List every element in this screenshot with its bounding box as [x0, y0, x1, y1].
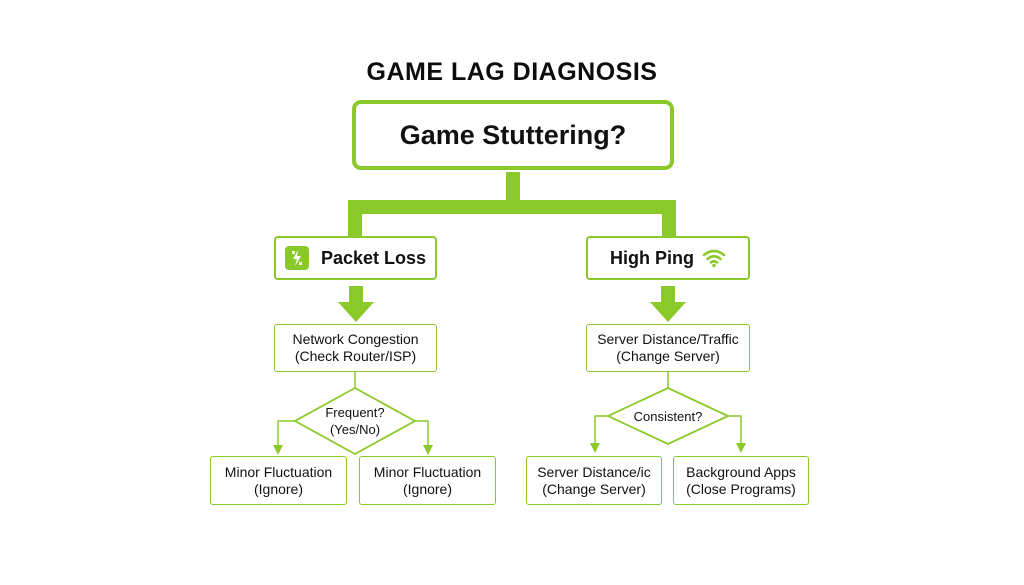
left-outcome-arrows: [277, 420, 429, 446]
branch-high-ping-label: High Ping: [610, 247, 694, 268]
arrow-packet-loss-to-cause: [338, 286, 374, 322]
branch-packet-loss-label: Packet Loss: [320, 247, 427, 268]
branch-packet-loss: Packet Loss: [274, 236, 437, 280]
cause-server-distance: Server Distance/Traffic (Change Server): [586, 324, 750, 372]
decision-diamond-frequent: [293, 386, 417, 456]
outcome-right-2-line1: Background Apps: [686, 463, 796, 480]
outcome-left-1-line2: (Ignore): [253, 480, 304, 497]
decision-frequent-line2: (Yes/No): [329, 422, 381, 437]
wifi-icon: [702, 249, 726, 268]
outcome-left-1: Minor Fluctuation (Ignore): [210, 456, 347, 505]
cause-network-congestion-line2: (Check Router/ISP): [294, 348, 417, 364]
decision-diamond-consistent: [605, 387, 731, 445]
right-outcome-arrowheads: [590, 443, 746, 453]
decision-frequent-label: Frequent? (Yes/No): [305, 400, 405, 442]
root-label: Game Stuttering?: [399, 119, 627, 150]
outcome-right-1-line2: (Change Server): [542, 480, 646, 497]
decision-consistent-label: Consistent?: [618, 404, 718, 428]
root-node: Game Stuttering?: [352, 100, 674, 170]
outcome-left-2: Minor Fluctuation (Ignore): [359, 456, 496, 505]
outcome-right-2-line2: (Close Programs): [686, 480, 796, 497]
outcome-right-2: Background Apps (Close Programs): [673, 456, 809, 505]
outcome-left-2-line1: Minor Fluctuation: [373, 463, 482, 480]
branch-high-ping: High Ping: [586, 236, 750, 280]
outcome-left-1-line1: Minor Fluctuation: [224, 463, 333, 480]
cause-network-congestion: Network Congestion (Check Router/ISP): [274, 324, 437, 372]
cause-network-congestion-line1: Network Congestion: [292, 331, 419, 347]
outcome-left-2-line2: (Ignore): [402, 480, 453, 497]
right-outcome-arrows: [594, 415, 742, 444]
outcome-right-1: Server Distance/ic (Change Server): [526, 456, 662, 505]
cause-server-distance-line2: (Change Server): [616, 348, 720, 364]
decision-consistent-line1: Consistent?: [633, 408, 703, 424]
cause-server-distance-line1: Server Distance/Traffic: [597, 331, 739, 347]
outcome-right-1-line1: Server Distance/ic: [537, 463, 651, 480]
arrow-high-ping-to-cause: [650, 286, 686, 322]
diagram-title: GAME LAG DIAGNOSIS: [366, 58, 658, 86]
packet-loss-icon: [284, 246, 309, 270]
decision-frequent-line1: Frequent?: [325, 405, 385, 420]
left-outcome-arrowheads: [273, 445, 433, 455]
root-branch-connector: [348, 172, 676, 236]
